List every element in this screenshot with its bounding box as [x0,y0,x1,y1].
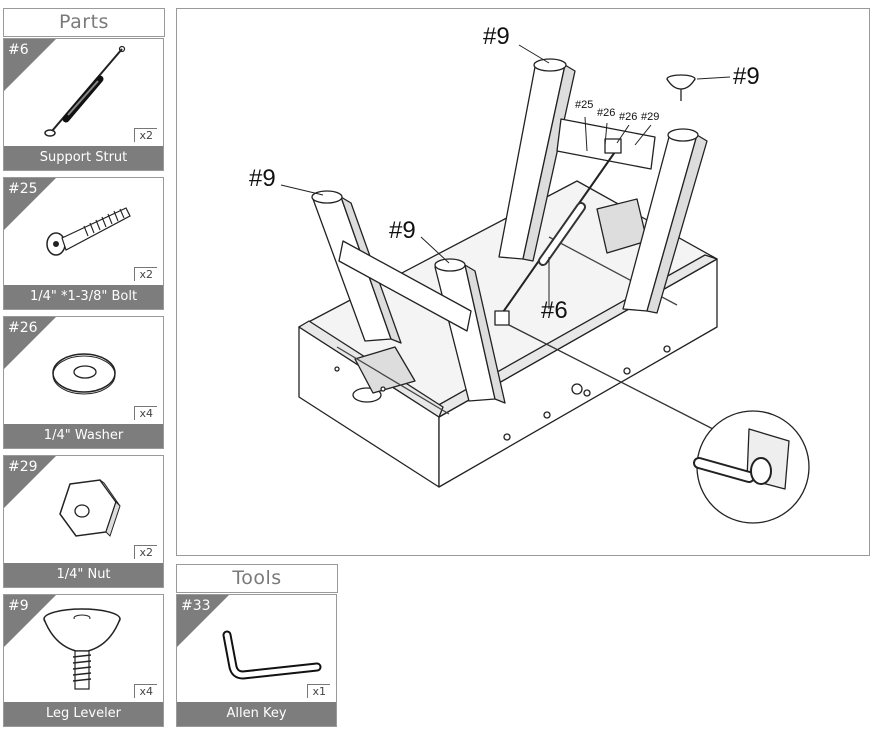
parts-title: Parts [3,8,165,37]
part-card-washer: #26 x4 1/4" Washer [3,316,164,449]
callout-nut: #29 [641,111,660,123]
callout-leg-left: #9 [249,165,276,192]
callout-leg-top: #9 [483,23,510,50]
callout-bolt: #25 [575,99,594,111]
part-number: #29 [8,459,38,475]
tool-card-allen-key: #33 x1 Allen Key [176,594,337,727]
tool-quantity: x1 [307,684,330,698]
callout-strut: #6 [541,297,568,324]
assembly-diagram: #9 #9 #9 #9 #6 #25 #26 #26 #29 [176,8,870,556]
part-quantity: x4 [134,406,157,420]
part-label: 1/4" Washer [4,424,163,448]
part-number: #26 [8,320,38,336]
part-label: Leg Leveler [4,702,163,726]
part-card-support-strut: #6 x2 Support Strut [3,38,164,171]
callout-washer-1: #26 [597,107,616,119]
support-strut-icon [44,45,126,137]
tool-number: #33 [181,598,211,614]
part-card-bolt: #25 x2 1/4" *1-3/8" Bolt [3,177,164,310]
part-quantity: x2 [134,545,157,559]
tool-label: Allen Key [177,702,336,726]
part-label: Support Strut [4,146,163,170]
table-assembly-drawing [280,44,810,524]
callout-leveler: #9 [733,63,760,90]
leg-leveler-icon [43,608,121,690]
part-label: 1/4" *1-3/8" Bolt [4,285,163,309]
allen-key-icon [222,630,322,680]
part-card-leg-leveler: #9 x4 Leg Leveler [3,594,164,727]
part-quantity: x4 [134,684,157,698]
part-quantity: x2 [134,267,157,281]
callout-leg-mid: #9 [389,217,416,244]
nut-icon [59,479,121,537]
part-number: #6 [8,42,29,58]
part-quantity: x2 [134,128,157,142]
tools-title: Tools [176,564,338,593]
washer-icon [52,353,116,395]
callout-washer-2: #26 [619,111,638,123]
part-number: #9 [8,598,29,614]
part-card-nut: #29 x2 1/4" Nut [3,455,164,588]
part-number: #25 [8,181,38,197]
bolt-icon [46,207,131,256]
part-label: 1/4" Nut [4,563,163,587]
